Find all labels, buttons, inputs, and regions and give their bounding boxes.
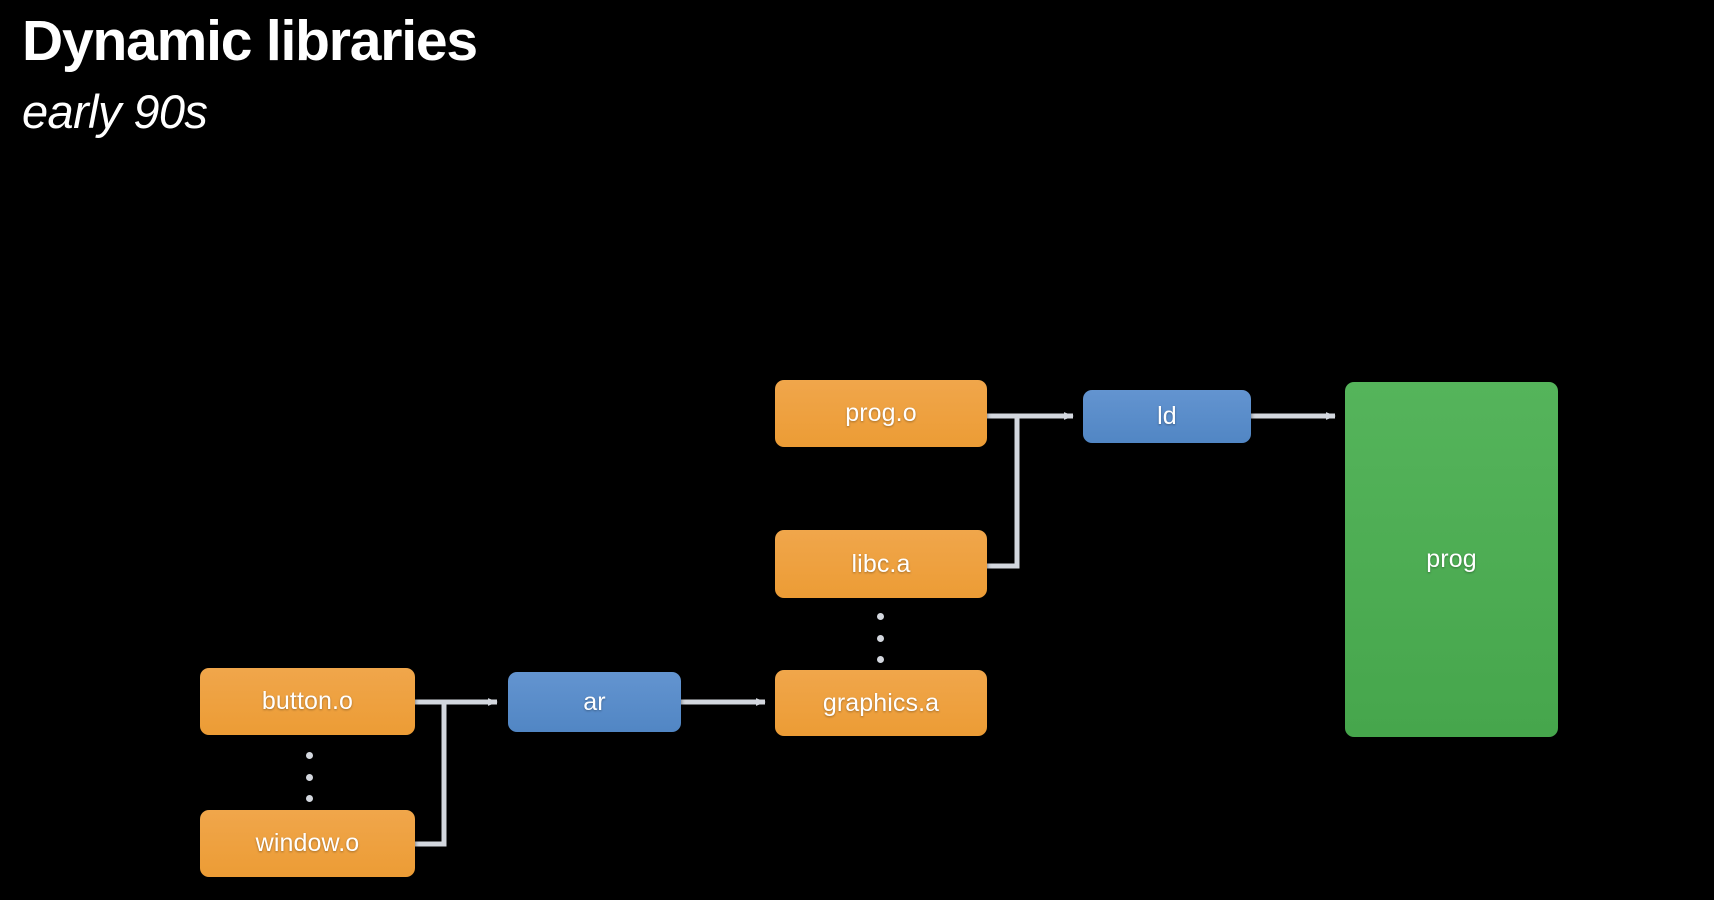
ellipsis-dot: [305, 773, 313, 781]
node-label: button.o: [261, 687, 354, 715]
node-label: ld: [1157, 402, 1177, 430]
node-ld[interactable]: ld: [1083, 390, 1251, 443]
node-prog[interactable]: prog: [1345, 382, 1558, 737]
page-title: Dynamic libraries: [22, 9, 478, 73]
title-block: Dynamic libraries early 90s: [22, 8, 922, 141]
node-label: prog: [1426, 545, 1477, 573]
edge-windowo-to-ar: [415, 702, 447, 847]
ellipsis-dot: [876, 613, 884, 620]
node-label: libc.a: [851, 549, 911, 578]
node-label: graphics.a: [822, 688, 940, 717]
node-label: prog.o: [845, 399, 917, 427]
vertical-ellipsis-icon: [304, 752, 314, 802]
node-button-o[interactable]: button.o: [200, 668, 415, 735]
node-window-o[interactable]: window.o: [200, 810, 415, 877]
page-subtitle: early 90s: [22, 85, 208, 139]
node-graphics-a[interactable]: graphics.a: [775, 670, 987, 736]
ellipsis-dot: [876, 634, 884, 642]
ellipsis-dot: [305, 752, 313, 759]
node-label: ar: [583, 687, 606, 716]
node-libc-a[interactable]: libc.a: [775, 530, 987, 598]
node-ar[interactable]: ar: [508, 672, 681, 732]
node-label: window.o: [255, 829, 360, 857]
ellipsis-dot: [876, 656, 884, 663]
edge-libca-to-ld: [987, 416, 1020, 569]
node-prog-o[interactable]: prog.o: [775, 380, 987, 447]
ellipsis-dot: [305, 795, 313, 802]
vertical-ellipsis-icon: [875, 613, 885, 663]
